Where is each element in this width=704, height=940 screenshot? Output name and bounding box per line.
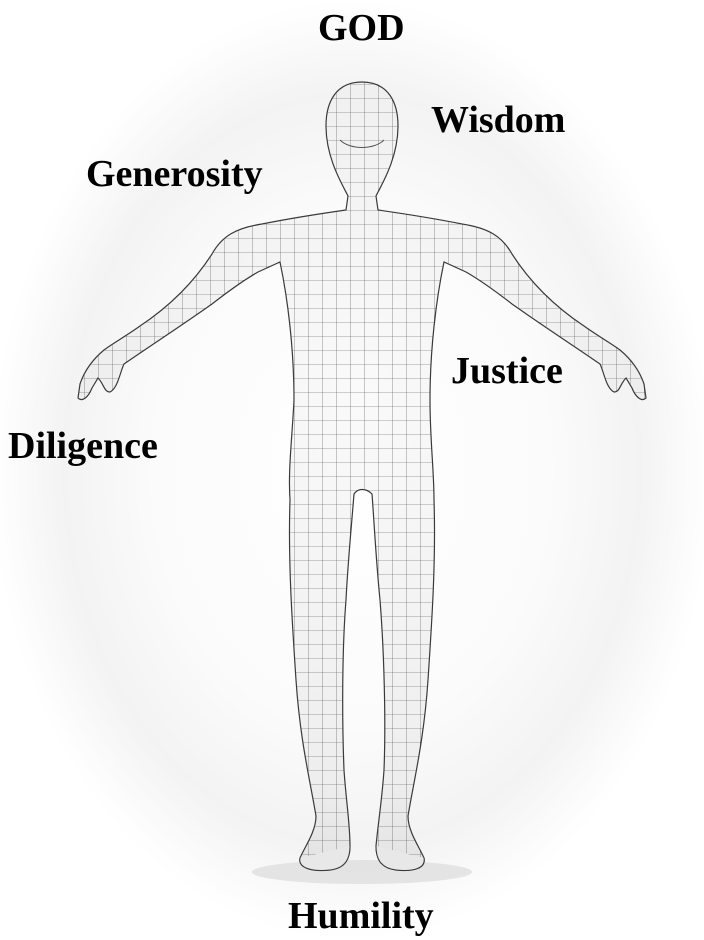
label-diligence: Diligence: [8, 427, 158, 465]
label-wisdom: Wisdom: [431, 101, 565, 139]
label-god: GOD: [318, 9, 405, 47]
floor-shadow: [252, 860, 472, 884]
label-humility: Humility: [288, 897, 434, 935]
label-generosity: Generosity: [86, 155, 263, 193]
label-justice: Justice: [451, 352, 563, 390]
